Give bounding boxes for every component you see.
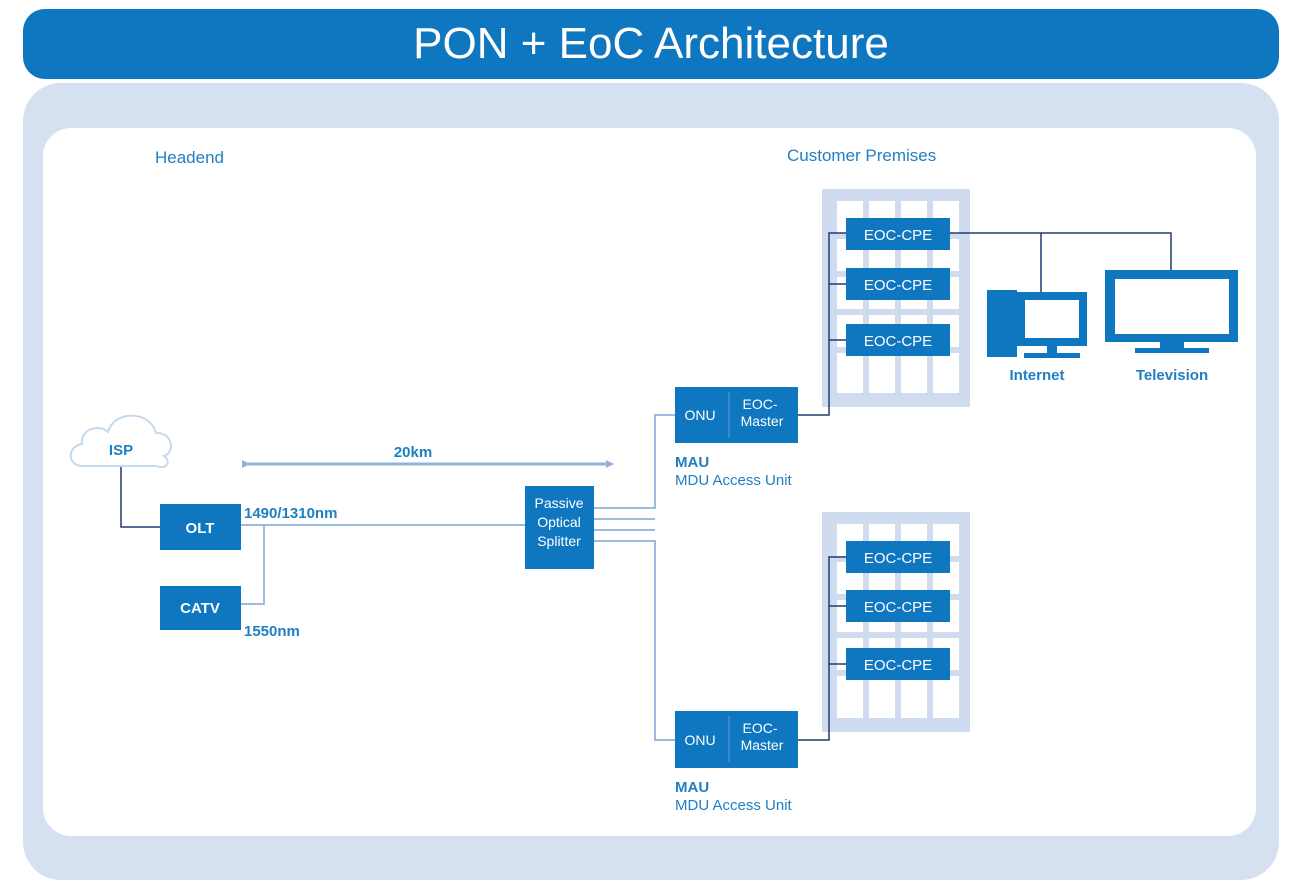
mau-unit-upper: ONU EOC- Master [675,387,798,443]
cpe-label: EOC-CPE [864,227,932,244]
cpe-label: EOC-CPE [864,550,932,567]
onu-label: ONU [684,407,715,423]
cloud-icon [69,414,172,468]
section-label-headend: Headend [155,148,224,167]
cpe-box: EOC-CPE [846,648,950,680]
cpe-box: EOC-CPE [846,541,950,573]
line-catv-olt [241,525,265,605]
splitter-box [525,486,594,569]
wavelength-data-label: 1490/1310nm [244,505,337,522]
cpe-label: EOC-CPE [864,657,932,674]
internet-label: Internet [1009,367,1064,384]
eoc-master-label-line1: EOC- [743,720,778,736]
line-mau-lower-cpe [798,556,846,741]
eoc-master-label-line2: Master [741,737,784,753]
cpe-box: EOC-CPE [846,590,950,622]
splitter-label-line1: Passive [534,495,583,511]
cpe-box: EOC-CPE [846,324,950,356]
mau-sublabel-lower: MDU Access Unit [675,797,793,814]
olt-box [160,504,241,550]
cpe-label: EOC-CPE [864,599,932,616]
cpe-label: EOC-CPE [864,277,932,294]
eoc-master-label-line1: EOC- [743,396,778,412]
line-splitter-mau-lower [594,540,675,741]
mau-label-lower: MAU [675,779,709,796]
wavelength-catv-label: 1550nm [244,623,300,640]
line-mau-upper-cpe [798,232,846,416]
line-isp-olt [120,467,160,528]
splitter-label-line2: Optical [537,514,581,530]
line-cpe-devices [950,232,1172,292]
section-label-customer-premises: Customer Premises [787,146,936,165]
isp-label: ISP [109,442,133,459]
diagram-panel [43,128,1256,836]
distance-label: 20km [394,444,432,461]
catv-box [160,586,241,630]
line-splitter-mau-upper [594,414,675,509]
mau-sublabel-upper: MDU Access Unit [675,472,793,489]
mau-label-upper: MAU [675,454,709,471]
connection-lines [120,232,1172,741]
computer-icon [987,290,1087,358]
cpe-box: EOC-CPE [846,218,950,250]
television-label: Television [1136,367,1208,384]
cpe-label: EOC-CPE [864,333,932,350]
splitter-label-line3: Splitter [537,533,581,549]
cpe-box: EOC-CPE [846,268,950,300]
television-icon [1105,270,1238,353]
page-title: PON + EoC Architecture [23,9,1279,79]
mau-unit-lower: ONU EOC- Master [675,711,798,768]
onu-label: ONU [684,732,715,748]
olt-label: OLT [186,520,215,537]
eoc-master-label-line2: Master [741,413,784,429]
catv-label: CATV [180,600,220,617]
